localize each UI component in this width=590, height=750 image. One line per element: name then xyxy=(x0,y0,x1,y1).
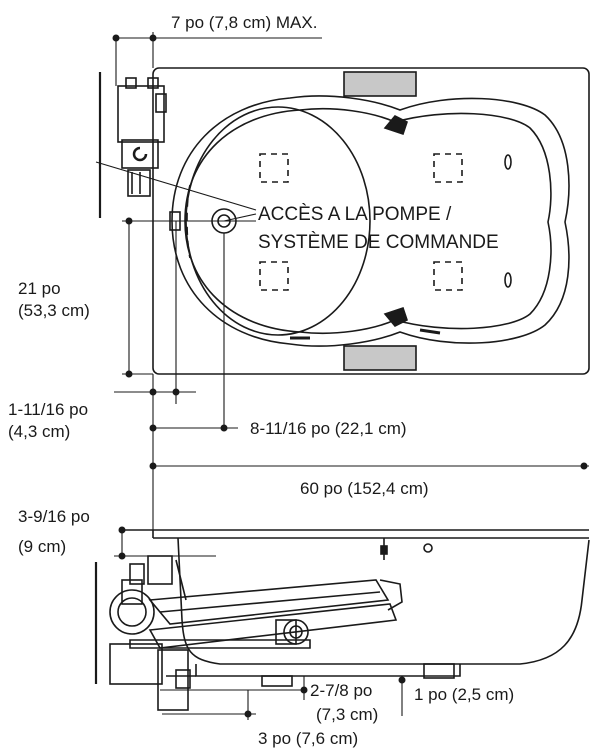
rim-cm-label: (9 cm) xyxy=(18,537,66,556)
dim-max xyxy=(112,32,322,86)
height-in-label: 2-7/8 po xyxy=(310,681,372,700)
jet-squares xyxy=(259,153,463,291)
tub-basin-outline xyxy=(171,95,570,347)
pump-side xyxy=(155,93,167,113)
air-control-top xyxy=(504,154,512,170)
access-label-line1: ACCÈS A LA POMPE / xyxy=(258,204,452,225)
pump-tab2 xyxy=(147,77,159,89)
height-cm-label: (7,3 cm) xyxy=(316,705,378,724)
rim-in-label: 3-9/16 po xyxy=(18,507,90,526)
width-in-label: 21 po xyxy=(18,279,61,298)
side-piping xyxy=(129,559,403,649)
jet-bottom xyxy=(383,306,408,327)
dim-base xyxy=(162,690,256,720)
tub-top-view xyxy=(152,67,590,375)
drain-cm-label: (4,3 cm) xyxy=(8,422,70,441)
length-label: 60 po (152,4 cm) xyxy=(300,479,429,498)
width-cm-label: (53,3 cm) xyxy=(18,301,90,320)
access-label-line2: SYSTÈME DE COMMANDE xyxy=(258,232,499,253)
air-control-bottom xyxy=(504,272,512,288)
base-label: 3 po (7,6 cm) xyxy=(258,729,358,748)
dim-width xyxy=(122,217,158,378)
jet-mark-bottom-right xyxy=(419,328,441,335)
dim-height xyxy=(160,676,308,700)
dim-drain xyxy=(114,221,196,404)
armrest-pad-top xyxy=(343,71,417,97)
dim-length xyxy=(149,428,589,530)
access-leaders xyxy=(95,161,257,222)
pump-top-view xyxy=(117,77,167,197)
dim-pump-offset xyxy=(149,233,238,432)
max-offset-label: 7 po (7,8 cm) MAX. xyxy=(171,13,317,32)
jet-top xyxy=(383,115,408,136)
armrest-pad-bottom xyxy=(343,345,417,371)
pump-offset-label: 8-11/16 po (22,1 cm) xyxy=(250,419,407,438)
pump-tab xyxy=(125,77,137,89)
dim-foot xyxy=(398,676,406,716)
pump-side-view xyxy=(109,555,196,711)
pump-c-mark xyxy=(132,146,148,162)
drain-in-label: 1-11/16 po xyxy=(8,400,88,419)
pump-motor xyxy=(121,139,159,169)
pump-body xyxy=(117,85,165,143)
dim-rim xyxy=(114,526,216,560)
pump-outlet xyxy=(127,169,151,197)
foot-label: 1 po (2,5 cm) xyxy=(414,685,514,704)
